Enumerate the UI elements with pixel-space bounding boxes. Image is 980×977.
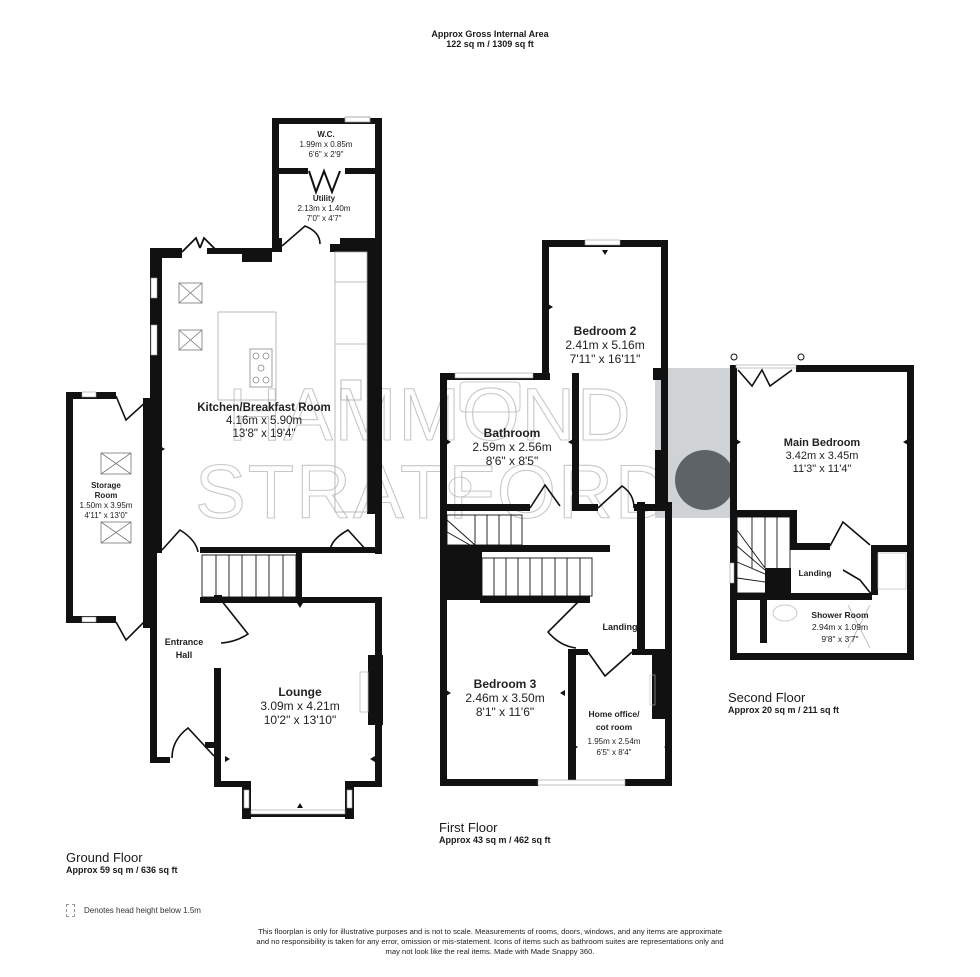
main-bedroom-metric: 3.42m x 3.45m <box>786 450 859 462</box>
kitchen-island <box>217 311 277 401</box>
lounge-name: Lounge <box>278 685 322 699</box>
dimension-arrows <box>160 250 908 808</box>
second-floor-stairs <box>736 516 791 594</box>
lounge-door <box>220 599 250 644</box>
second-floor-caption: Second Floor Approx 20 sq m / 211 sq ft <box>728 690 839 716</box>
wc-imperial: 6'6" x 2'9" <box>309 150 344 159</box>
second-landing-name: Landing <box>798 568 831 578</box>
bathroom-name: Bathroom <box>484 426 541 440</box>
lounge-imperial: 10'2" x 13'10" <box>264 713 337 727</box>
kitchen-imperial: 13'8" x 19'4" <box>232 428 295 440</box>
shower-tray-icon <box>877 552 907 590</box>
ground-floor-area: Approx 59 sq m / 636 sq ft <box>66 865 178 875</box>
watermark-line2: STRATFORD <box>195 450 672 535</box>
utility-bifold-door <box>308 168 341 195</box>
kitchen-name: Kitchen/Breakfast Room <box>197 402 331 414</box>
bathroom-imperial: 8'6" x 8'5" <box>486 454 538 468</box>
storage-skylights <box>100 452 132 544</box>
entrance-name-line1: Entrance <box>165 637 204 647</box>
bedroom3-imperial: 8'1" x 11'6" <box>476 705 534 719</box>
entrance-name-line2: Hall <box>176 650 193 660</box>
bathroom-metric: 2.59m x 2.56m <box>472 440 551 454</box>
first-floor-plan <box>440 239 672 786</box>
shower-room-name: Shower Room <box>811 610 869 620</box>
second-floor-plan <box>729 353 914 660</box>
ground-floor-title: Ground Floor <box>66 850 143 865</box>
gross-internal-area: Approx Gross Internal Area 122 sq m / 13… <box>0 29 980 49</box>
first-floor-area: Approx 43 sq m / 462 sq ft <box>439 835 551 845</box>
lounge-metric: 3.09m x 4.21m <box>260 699 339 713</box>
disclaimer-line2: and no responsibility is taken for any e… <box>256 937 724 946</box>
disclaimer-line1: This floorplan is only for illustrative … <box>258 927 722 936</box>
second-floor-title: Second Floor <box>728 690 806 705</box>
wc-name: W.C. <box>317 130 334 139</box>
toilet-icon <box>448 476 472 498</box>
bedroom2-imperial: 7'11" x 16'11" <box>570 352 641 366</box>
ground-stairs <box>201 554 297 598</box>
hob-icon <box>249 348 273 388</box>
shower-room-metric: 2.94m x 1.09m <box>812 622 868 632</box>
first-landing-name: Landing <box>603 622 638 632</box>
storage-name-line2: Room <box>95 491 118 500</box>
front-door <box>171 726 215 759</box>
main-bedroom-imperial: 11'3" x 11'4" <box>793 463 852 475</box>
ground-floor-caption: Ground Floor Approx 59 sq m / 636 sq ft <box>66 850 178 876</box>
bedroom3-metric: 2.46m x 3.50m <box>465 691 544 705</box>
utility-metric: 2.13m x 1.40m <box>298 204 351 213</box>
bedroom2-name: Bedroom 2 <box>574 324 637 338</box>
office-name-line1: Home office/ <box>588 709 640 719</box>
first-floor-title: First Floor <box>439 820 498 835</box>
kitchen-french-doors <box>181 236 219 253</box>
disclaimer: This floorplan is only for illustrative … <box>180 927 800 957</box>
second-floor-area: Approx 20 sq m / 211 sq ft <box>728 705 840 715</box>
lounge-bay-window <box>250 809 346 815</box>
kitchen-metric: 4.16m x 5.90m <box>226 415 302 427</box>
first-floor-stairs <box>446 514 593 597</box>
bedroom2-metric: 2.41m x 5.16m <box>565 338 644 352</box>
utility-name: Utility <box>313 194 336 203</box>
wc-metric: 1.99m x 0.85m <box>300 140 353 149</box>
kitchen-worktop <box>334 251 368 513</box>
head-height-legend-icon <box>66 904 75 917</box>
ground-floor-plan <box>66 116 383 819</box>
legend-text: Denotes head height below 1.5m <box>84 906 201 915</box>
utility-imperial: 7'0" x 4'7" <box>307 214 342 223</box>
disclaimer-line3: may not look like the real items. Made w… <box>385 947 595 956</box>
storage-imperial: 4'11" x 13'0" <box>84 511 127 520</box>
gia-title: Approx Gross Internal Area <box>431 29 549 39</box>
storage-name-line1: Storage <box>91 481 121 490</box>
main-bedroom-name: Main Bedroom <box>784 437 861 449</box>
watermark-line1: HAMMOND <box>228 373 633 456</box>
wc-window <box>344 116 371 123</box>
main-bedroom-french-doors <box>737 368 793 388</box>
office-metric: 1.95m x 2.54m <box>588 737 641 746</box>
shower-room-imperial: 9'8" x 3'7" <box>821 634 858 644</box>
gia-value: 122 sq m / 1309 sq ft <box>446 39 534 49</box>
bath-icon <box>459 381 521 413</box>
utility-door <box>281 225 321 247</box>
legend: Denotes head height below 1.5m <box>66 904 201 917</box>
first-floor-caption: First Floor Approx 43 sq m / 462 sq ft <box>439 820 551 846</box>
room-labels: W.C. 1.99m x 0.85m 6'6" x 2'9" Utility 2… <box>80 130 869 757</box>
kitchen-skylights <box>178 282 203 351</box>
watermark: HAMMOND STRATFORD <box>194 368 735 536</box>
bedroom3-name: Bedroom 3 <box>474 677 537 691</box>
storage-metric: 1.50m x 3.95m <box>80 501 133 510</box>
office-imperial: 6'5" x 8'4" <box>597 748 632 757</box>
shower-room-toilet-icon <box>772 604 798 622</box>
watermark-ampersand-icon <box>675 450 735 510</box>
office-name-line2: cot room <box>596 722 633 732</box>
